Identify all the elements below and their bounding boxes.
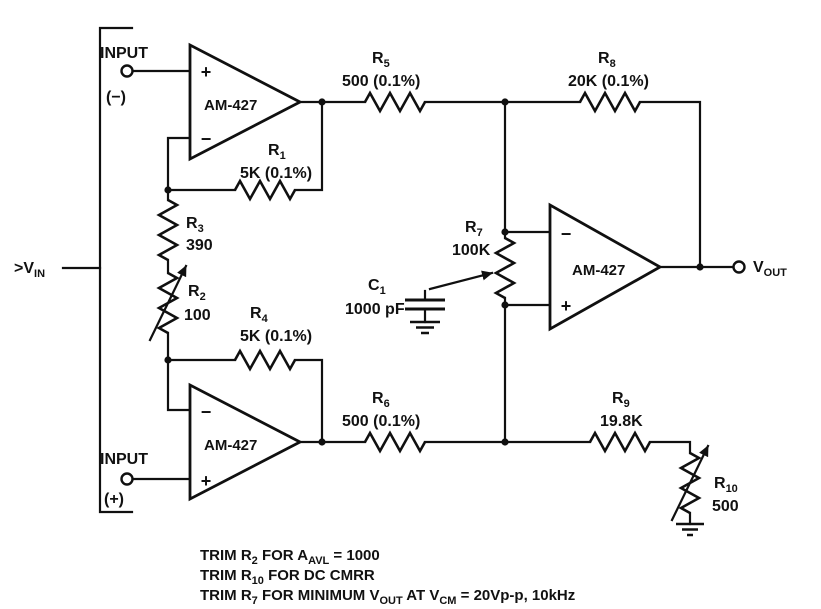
input-pos-terminal <box>120 472 134 486</box>
junction-dot <box>164 356 172 364</box>
opamp-a2-plus-pin: + <box>201 471 212 491</box>
resistor-r9-value: 19.8K <box>600 413 643 430</box>
notes: TRIM R2 FOR AAVL = 1000 TRIM R10 FOR DC … <box>200 547 575 607</box>
ground-symbol-r10 <box>676 522 704 537</box>
opamp-a2-label: AM-427 <box>204 437 257 454</box>
junction-dot <box>318 438 326 446</box>
resistor-r4-symbol <box>233 348 297 372</box>
resistor-r6-symbol <box>363 430 427 454</box>
ground-c1-bars <box>410 320 440 335</box>
resistor-r1: R1 5K (0.1%) <box>233 142 312 202</box>
resistor-r5-symbol <box>363 90 427 114</box>
wire-r1-drop <box>293 100 324 192</box>
opamp-a3: − + AM-427 <box>548 202 663 332</box>
opamp-a1-label: AM-427 <box>204 97 257 114</box>
opamp-a3-plus-pin: + <box>561 296 572 316</box>
input-neg-polarity: (−) <box>106 89 126 106</box>
note-line-1: TRIM R2 FOR AAVL = 1000 <box>200 547 380 567</box>
resistor-r4: R4 5K (0.1%) <box>233 305 312 372</box>
capacitor-c1: C1 1000 pF <box>345 277 445 324</box>
input-pos-polarity: (+) <box>104 491 124 508</box>
resistor-r4-value: 5K (0.1%) <box>240 328 312 345</box>
opamp-a2-triangle <box>188 382 304 502</box>
resistor-r1-ref: R1 <box>268 142 286 162</box>
ground-symbol-c1 <box>410 320 440 335</box>
junction-dot <box>318 98 326 106</box>
junction-dots <box>164 98 704 446</box>
junction-dot <box>501 98 509 106</box>
opamp-a2: − + AM-427 <box>188 382 304 502</box>
opamp-a2-minus-pin: − <box>201 402 212 422</box>
bracket-lines <box>98 26 134 514</box>
resistor-r9: R9 19.8K <box>588 390 652 454</box>
input-pos-label: INPUT <box>100 451 148 468</box>
wires <box>61 69 735 526</box>
resistor-r10-value: 500 <box>712 498 739 515</box>
resistor-r5: R5 500 (0.1%) <box>342 50 427 114</box>
opamp-a3-triangle <box>548 202 663 332</box>
resistor-r2-value: 100 <box>184 307 211 324</box>
vout-label: VOUT <box>753 259 787 279</box>
resistor-r1-symbol <box>233 178 297 202</box>
resistor-r7-value: 100K <box>452 242 491 259</box>
opamp-a3-label: AM-427 <box>572 262 625 279</box>
resistor-r3: R3 390 <box>156 198 213 262</box>
ground-r10-bars <box>676 522 704 537</box>
resistor-r7-symbol <box>493 236 517 300</box>
note-line-3: TRIM R7 FOR MINIMUM VOUT AT VCM = 20Vp-p… <box>200 587 575 607</box>
wire-feedback-right <box>638 100 702 269</box>
resistor-r6-value: 500 (0.1%) <box>342 413 420 430</box>
resistor-r3-ref: R3 <box>186 215 204 235</box>
potentiometer-r7: R7 100K <box>428 219 517 300</box>
resistor-r5-ref: R5 <box>372 50 390 70</box>
wire-r9-r10 <box>648 440 692 455</box>
input-neg-terminal <box>120 64 134 78</box>
resistor-r1-value: 5K (0.1%) <box>240 165 312 182</box>
resistor-r6-ref: R6 <box>372 390 390 410</box>
wire-nodeB-a2 <box>166 331 192 412</box>
opamp-a1-plus-pin: + <box>201 62 212 82</box>
resistor-r9-symbol <box>588 430 652 454</box>
vout-terminal <box>732 260 746 274</box>
input-neg-label: INPUT <box>100 45 148 62</box>
opamp-a3-minus-pin: − <box>561 224 572 244</box>
junction-dot <box>501 438 509 446</box>
junction-dot <box>501 301 509 309</box>
junction-dot <box>696 263 704 271</box>
resistor-r4-ref: R4 <box>250 305 269 325</box>
resistor-r5-value: 500 (0.1%) <box>342 73 420 90</box>
resistor-r3-symbol <box>156 198 180 262</box>
resistor-r9-ref: R9 <box>612 390 630 410</box>
note-line-2: TRIM R10 FOR DC CMRR <box>200 567 375 587</box>
junction-dot <box>501 228 509 236</box>
resistor-r3-value: 390 <box>186 237 213 254</box>
opamp-a1-minus-pin: − <box>201 129 212 149</box>
junction-dot <box>164 186 172 194</box>
resistor-r7-ref: R7 <box>465 219 483 239</box>
resistor-r2-wiper-arrow <box>148 264 188 342</box>
resistor-r8-symbol <box>578 90 642 114</box>
capacitor-c1-value: 1000 pF <box>345 301 405 318</box>
opamp-a1-triangle <box>188 42 304 162</box>
resistor-r8-ref: R8 <box>598 50 616 70</box>
resistor-r10-wiper-arrow <box>670 444 710 522</box>
resistor-r8: R8 20K (0.1%) <box>568 50 649 114</box>
vin-label: >VIN <box>14 260 45 280</box>
opamp-a1: + − AM-427 <box>188 42 304 162</box>
wire-r4-drop <box>293 358 324 444</box>
resistor-r10-ref: R10 <box>714 475 738 495</box>
r7-wiper-arrow <box>428 270 494 291</box>
resistor-r8-value: 20K (0.1%) <box>568 73 649 90</box>
variable-resistor-r2: R2 100 <box>148 264 211 342</box>
resistor-r6: R6 500 (0.1%) <box>342 390 427 454</box>
variable-resistor-r10: R10 500 <box>670 444 739 522</box>
vin-bracket <box>98 26 134 514</box>
wire-a1-inverting <box>166 136 192 192</box>
capacitor-c1-ref: C1 <box>368 277 386 297</box>
resistor-r2-ref: R2 <box>188 283 206 303</box>
